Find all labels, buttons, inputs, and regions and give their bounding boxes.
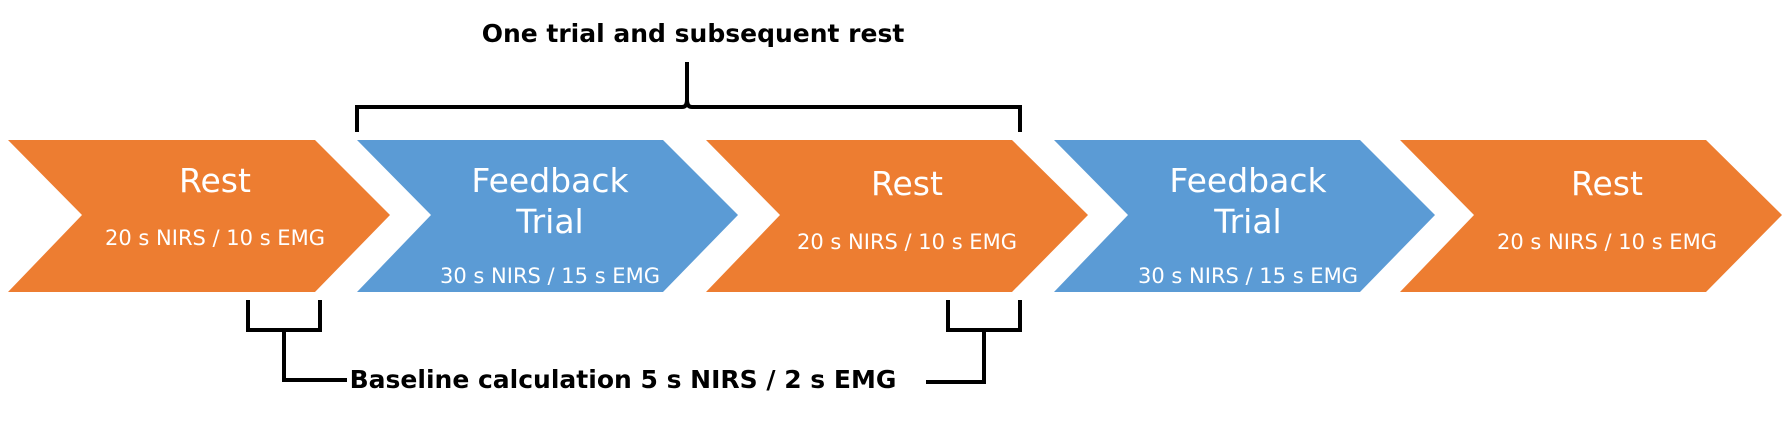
stage-4-duration: 30 s NIRS / 15 s EMG [1138,264,1358,288]
baseline-connector-left [282,330,347,382]
stage-chevron-4: Feedback Trial 30 s NIRS / 15 s EMG [1054,140,1435,292]
bottom-caption: Baseline calculation 5 s NIRS / 2 s EMG [350,365,897,394]
stage-1-duration: 20 s NIRS / 10 s EMG [105,226,325,250]
stage-3-duration: 20 s NIRS / 10 s EMG [797,230,1017,254]
stage-3-title: Rest [871,164,943,203]
stage-chevron-2-shape [357,140,738,292]
stage-2-title-line-1: Feedback [471,161,629,200]
baseline-connector-right [926,330,986,384]
top-brace [355,62,1022,132]
stage-chevron-2: Feedback Trial 30 s NIRS / 15 s EMG [357,140,738,292]
stage-2-title-line-2: Trial [515,202,583,241]
stage-2-duration: 30 s NIRS / 15 s EMG [440,264,660,288]
baseline-brace-right [946,300,1022,332]
stage-chevron-3-shape [706,140,1088,292]
stage-5-title: Rest [1571,164,1643,203]
stage-chevron-1-shape [8,140,390,292]
stage-chevron-5: Rest 20 s NIRS / 10 s EMG [1400,140,1782,292]
stage-chevron-4-shape [1054,140,1435,292]
stage-chevron-1: Rest 20 s NIRS / 10 s EMG [8,140,390,292]
stage-1-title: Rest [179,161,251,200]
stage-chevron-3: Rest 20 s NIRS / 10 s EMG [706,140,1088,292]
top-caption: One trial and subsequent rest [482,19,905,48]
baseline-brace-left [246,300,322,332]
stage-4-title-line-2: Trial [1213,202,1281,241]
stage-chevron-5-shape [1400,140,1782,292]
stage-4-title-line-1: Feedback [1169,161,1327,200]
stage-5-duration: 20 s NIRS / 10 s EMG [1497,230,1717,254]
